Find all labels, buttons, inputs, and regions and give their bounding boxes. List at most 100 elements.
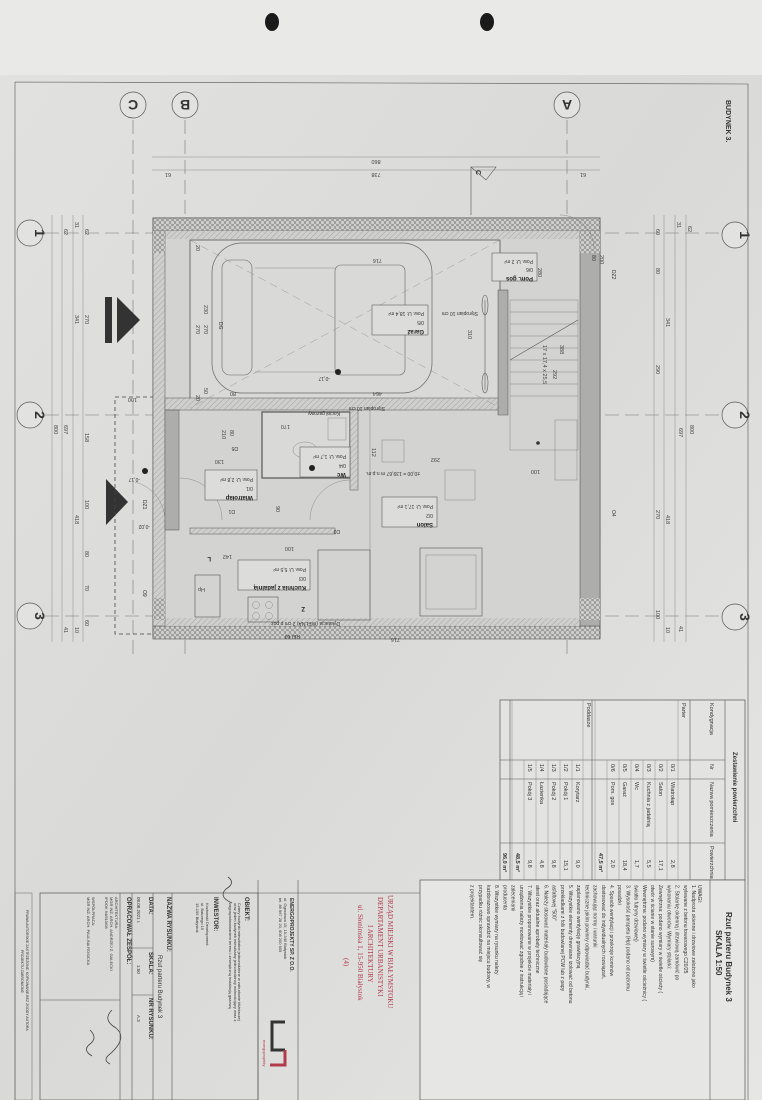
table-cell-nr: 0/1 bbox=[669, 764, 675, 772]
svg-text:418: 418 bbox=[73, 515, 79, 524]
svg-text:270: 270 bbox=[83, 315, 89, 324]
note-line: 1. Nadproża okienne i drzwiowe założono … bbox=[690, 885, 696, 988]
table-cell-area: 17,1 bbox=[657, 860, 663, 871]
svg-text:NR RYSUNKU:: NR RYSUNKU: bbox=[147, 998, 153, 1040]
note-line: Wewnętrzna: podano wymiary w świetle ośc… bbox=[641, 885, 647, 1001]
table-cell-nr: 1/1 bbox=[574, 764, 580, 772]
svg-text:Pow. U: 1,7 m²: Pow. U: 1,7 m² bbox=[313, 453, 346, 459]
svg-text:0/6: 0/6 bbox=[526, 266, 533, 272]
title-block: OBIEKT: Cztery budynki mieszkalne jednor… bbox=[39, 876, 259, 1100]
room-label-utility: Pom. gos 0/6 Pow. U: 2 m² bbox=[491, 252, 538, 282]
company-logo: energoprojekty bbox=[262, 1020, 287, 1067]
svg-text:20: 20 bbox=[194, 395, 200, 401]
svg-text:860: 860 bbox=[371, 158, 380, 164]
dimension-chain-left: 62 31 62 341 270 800 697 158 100 418 80 … bbox=[51, 215, 89, 642]
svg-text:Pow. U: 2 m²: Pow. U: 2 m² bbox=[504, 258, 533, 264]
svg-text:20: 20 bbox=[194, 245, 200, 251]
svg-text:Rzut parteru Budynek 3: Rzut parteru Budynek 3 bbox=[156, 955, 162, 1019]
note-line: 4. Sposób wentylacji i przekroje kominów bbox=[608, 885, 614, 977]
svg-text:292: 292 bbox=[551, 370, 557, 379]
table-cell-area: 9,0 bbox=[574, 860, 580, 868]
table-cell-nr: 1/5 bbox=[526, 764, 532, 772]
svg-text:O4: O4 bbox=[610, 510, 616, 517]
note-line: zaleceniami bbox=[510, 885, 516, 911]
notes-panel: Rzut parteru Budynek 3 SKALA 1:50 UWAGI:… bbox=[419, 879, 746, 1100]
header-area: Powierzchnia bbox=[708, 846, 714, 880]
svg-text:-0,17: -0,17 bbox=[318, 375, 330, 381]
note-line: 6. Należy stosować materiały budowlane p… bbox=[542, 885, 548, 1004]
svg-text:800: 800 bbox=[688, 425, 694, 434]
svg-text:100: 100 bbox=[285, 545, 294, 551]
svg-text:Cztery budynki mieszkalne jedn: Cztery budynki mieszkalne jednorodzinne … bbox=[237, 903, 242, 1021]
svg-text:URZĄD MIEJSKI W BIAŁYMSTOKU: URZĄD MIEJSKI W BIAŁYMSTOKU bbox=[386, 895, 394, 1008]
note-line: przypadku różnic skonsultować się bbox=[477, 885, 483, 962]
svg-text:C: C bbox=[474, 170, 481, 175]
svg-text:(4): (4) bbox=[342, 958, 350, 967]
note-line: wylewane z betonu towarowego C20/25 bbox=[682, 885, 688, 974]
svg-text:41: 41 bbox=[677, 626, 683, 632]
svg-text:A: A bbox=[562, 97, 572, 113]
svg-text:10: 10 bbox=[664, 627, 670, 633]
svg-text:IPOOK 94/510/08: IPOOK 94/510/08 bbox=[104, 897, 109, 929]
svg-text:08.08.2021 r.: 08.08.2021 r. bbox=[136, 897, 141, 923]
svg-text:697: 697 bbox=[677, 428, 683, 437]
svg-text:210: 210 bbox=[220, 430, 226, 439]
svg-text:OBIEKT:: OBIEKT: bbox=[243, 897, 249, 921]
table-cell-name: Łazienka bbox=[538, 782, 544, 805]
table-cell-area: 5,5 bbox=[645, 860, 651, 868]
svg-text:MGR INŻ. ARCH. ANDRZEJ Z. GALE: MGR INŻ. ARCH. ANDRZEJ Z. GALECKI bbox=[109, 897, 114, 971]
svg-text:0/3: 0/3 bbox=[299, 575, 306, 581]
svg-text:DZ2: DZ2 bbox=[610, 270, 616, 280]
svg-text:DATA:: DATA: bbox=[147, 897, 153, 915]
svg-text:Kozłowski Development: Kozłowski Development bbox=[205, 903, 210, 946]
note-line: wykonaniu otworów. Wymiary stolarki: bbox=[665, 885, 671, 969]
axis-marker-1-left: 1 bbox=[16, 219, 48, 247]
svg-text:0/4: 0/4 bbox=[339, 462, 346, 468]
table-cell-area: 15,1 bbox=[562, 860, 568, 871]
svg-text:388: 388 bbox=[558, 345, 564, 354]
drawing-title: Rzut parteru Budynek 3 bbox=[724, 912, 733, 1002]
table-title: Zestawienie powierzchni bbox=[731, 752, 737, 823]
header-level: Kondygnacja bbox=[708, 703, 714, 736]
table-cell-area: 1,7 bbox=[633, 860, 639, 868]
svg-text:41: 41 bbox=[62, 627, 68, 633]
svg-text:0/1: 0/1 bbox=[246, 485, 253, 491]
svg-text:10: 10 bbox=[73, 627, 79, 633]
axis-marker-a: A bbox=[553, 91, 581, 119]
svg-text:61: 61 bbox=[580, 171, 586, 177]
room-label-vestibule: Wiatrołap 0/1 Pow. U: 2,8 m² bbox=[204, 469, 258, 501]
header-room-name: Nazwa pomieszczenia bbox=[708, 782, 714, 838]
table-cell-area: 2,8 bbox=[669, 860, 675, 868]
bicycle-symbol bbox=[481, 294, 489, 394]
svg-text:60: 60 bbox=[83, 620, 89, 626]
svg-text:61: 61 bbox=[165, 171, 171, 177]
svg-text:C: C bbox=[128, 97, 138, 113]
svg-text:80: 80 bbox=[590, 255, 596, 261]
svg-text:DG: DG bbox=[217, 322, 223, 330]
table-cell-name: Pokój 2 bbox=[550, 782, 556, 800]
svg-text:418: 418 bbox=[664, 515, 670, 524]
svg-text:292: 292 bbox=[431, 456, 440, 462]
svg-text:80: 80 bbox=[230, 390, 236, 396]
svg-text:0/2: 0/2 bbox=[426, 512, 433, 518]
svg-text:464: 464 bbox=[373, 390, 382, 396]
svg-text:Garaż: Garaż bbox=[407, 328, 424, 334]
paper-top-margin bbox=[0, 0, 762, 75]
room-label-garage: Garaż 0/5 Pow. U: 18,4 m² bbox=[371, 304, 429, 336]
table-cell-name: Pom. gos bbox=[609, 782, 615, 805]
svg-text:INWESTOR:: INWESTOR: bbox=[212, 897, 218, 931]
svg-text:3: 3 bbox=[737, 613, 753, 621]
svg-text:DZ1: DZ1 bbox=[141, 500, 147, 510]
company-info: ENERGOPROJEKTY SP. Z O.O. ul. Ogrodowa 1… bbox=[262, 898, 294, 1067]
svg-text:SKALA:: SKALA: bbox=[147, 952, 153, 975]
note-line: posadzki bbox=[616, 885, 622, 905]
svg-text:Pow. U: 18,4 m²: Pow. U: 18,4 m² bbox=[388, 310, 424, 316]
svg-text:1:50: 1:50 bbox=[136, 965, 141, 974]
svg-text:716: 716 bbox=[373, 257, 382, 263]
svg-text:Salon: Salon bbox=[416, 521, 433, 527]
car-symbol bbox=[189, 239, 501, 409]
svg-text:142: 142 bbox=[223, 553, 232, 559]
plan-annotations: Kocioł gazowy Styropian 10 cm Styropian … bbox=[128, 270, 616, 639]
axis-marker-1-right: 1 bbox=[721, 221, 753, 249]
svg-text:Pow. U: 17,1 m²: Pow. U: 17,1 m² bbox=[397, 503, 433, 509]
